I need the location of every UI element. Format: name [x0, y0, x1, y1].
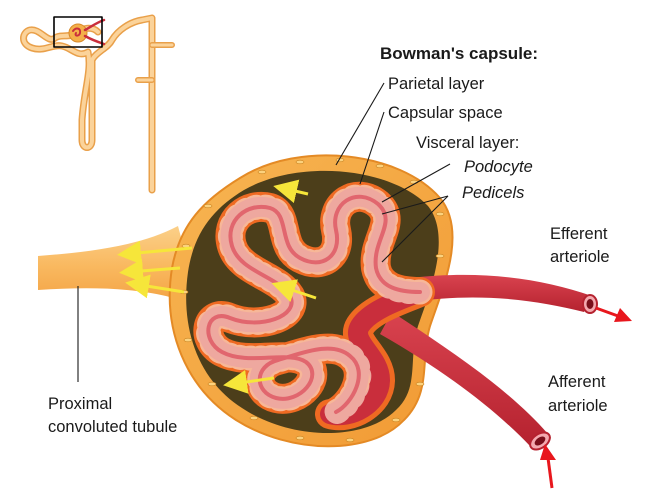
filtrate-flow-arrows	[117, 179, 317, 394]
label-efferent-line1: Efferent	[550, 225, 608, 243]
label-leader-lines	[77, 82, 451, 382]
label-podocyte: Podocyte	[464, 158, 533, 176]
label-afferent-line1: Afferent	[548, 373, 606, 391]
label-bowmans-capsule: Bowman's capsule:	[380, 44, 539, 63]
efferent-arteriole	[410, 274, 598, 314]
label-proximal-line1: Proximal	[48, 395, 113, 413]
label-efferent-line2: arteriole	[550, 248, 610, 266]
label-parietal-layer: Parietal layer	[388, 75, 485, 93]
label-proximal-line2: convoluted tubule	[48, 418, 178, 436]
label-afferent-line2: arteriole	[548, 397, 608, 415]
label-visceral-layer: Visceral layer:	[416, 134, 520, 152]
label-pedicels: Pedicels	[462, 184, 525, 202]
nephron-overview-thumbnail	[20, 14, 175, 194]
blood-flow-arrows	[540, 306, 632, 489]
label-capsular-space: Capsular space	[388, 104, 503, 122]
